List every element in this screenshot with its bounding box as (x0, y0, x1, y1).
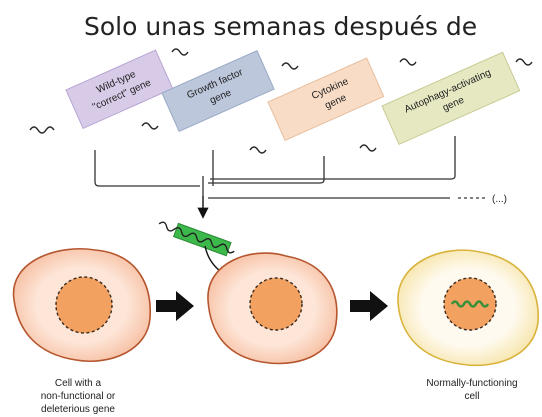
gene-box-growth-factor: Growth factor gene (161, 50, 275, 133)
cell-functional (397, 249, 539, 367)
cell-nucleus (55, 276, 113, 334)
cell1-caption-line3: deleterious gene (41, 404, 115, 415)
connector-lines (94, 136, 456, 199)
gene-box-autophagy: Autophagy-activating gene (381, 51, 521, 146)
cell1-caption-line1: Cell with a (55, 378, 102, 389)
process-arrow-1 (156, 291, 194, 321)
process-arrow-2 (350, 291, 388, 321)
vector-body (172, 222, 232, 257)
gene-box-bg (381, 51, 521, 146)
gene-box-bg (65, 49, 174, 130)
cell1-caption-line2: non-functional or (41, 391, 116, 402)
vector-dna-icon (158, 221, 235, 254)
integrated-gene-icon (450, 300, 490, 308)
caption-text: Solo unas semanas después de (84, 12, 478, 41)
dna-squiggles (29, 48, 533, 154)
gene-box-wild-type: Wild-type "correct" gene (65, 49, 174, 130)
vector-plasmid (158, 221, 235, 257)
gene-box-bg (161, 50, 275, 133)
cell-defective (12, 248, 151, 362)
more-label: (...) (492, 194, 507, 205)
cell-nucleus (249, 277, 303, 331)
cell3-caption-line1: Normally-functioning (426, 378, 517, 389)
gene-box-bg (267, 57, 385, 142)
cell-transfected (207, 252, 338, 365)
cell3-caption-line2: cell (464, 391, 479, 402)
gene-box-cytokine: Cytokine gene (267, 57, 385, 142)
